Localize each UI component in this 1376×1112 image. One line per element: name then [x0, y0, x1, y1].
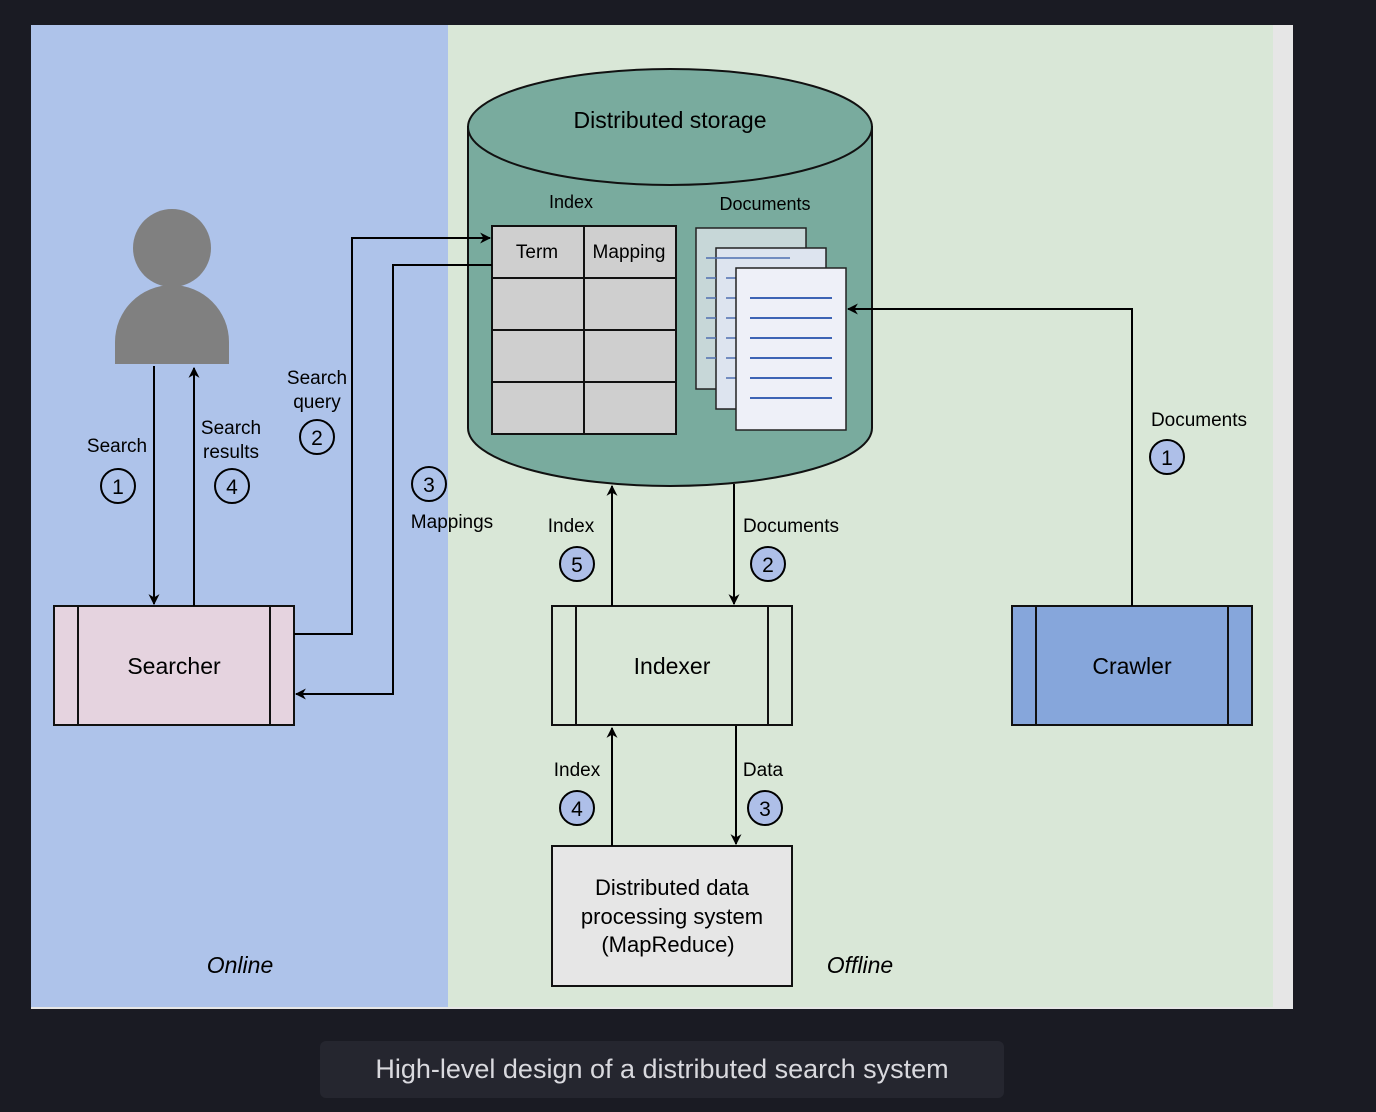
edge-label-storage-documents: Documents [743, 516, 839, 537]
edge-label-mapreduce-index: Index [554, 760, 601, 781]
svg-text:5: 5 [571, 554, 583, 577]
edge-label-search-results-line1: Search [201, 418, 261, 439]
caption-text: High-level design of a distributed searc… [375, 1054, 949, 1084]
mapreduce-system[interactable]: Distributed data processing system (MapR… [551, 845, 793, 987]
connectors [148, 232, 1133, 846]
svg-text:4: 4 [571, 798, 583, 821]
crawler-label: Crawler [1092, 653, 1172, 679]
edge-label-search-results-line2: results [203, 442, 259, 463]
indexer-process[interactable]: Indexer [551, 605, 793, 726]
zone-label-online: Online [207, 952, 273, 978]
edge-label-search-query-line2: query [293, 392, 341, 413]
step-badge-search-results: 4 [214, 468, 250, 504]
edge-label-indexer-index: Index [548, 516, 595, 537]
figure-caption: High-level design of a distributed searc… [320, 1041, 1004, 1098]
edge-label-search: Search [87, 436, 147, 457]
edge-label-search-query-line1: Search [287, 368, 347, 389]
index-table: Term Mapping [491, 225, 677, 435]
table-header-mapping: Mapping [593, 242, 666, 263]
storage-title: Distributed storage [573, 107, 766, 133]
edge-label-mappings: Mappings [411, 512, 493, 533]
step-badge-crawler-documents: 1 [1149, 439, 1185, 475]
zone-label-offline: Offline [827, 952, 893, 978]
step-badge-indexer-index: 5 [559, 546, 595, 582]
svg-text:2: 2 [311, 427, 323, 450]
documents-stack-icon [695, 227, 847, 431]
searcher-process[interactable]: Searcher [53, 605, 295, 726]
arrow-mappings [294, 264, 492, 700]
user-icon [115, 209, 229, 364]
table-header-term: Term [516, 242, 558, 263]
arrow-crawler-documents [846, 303, 1133, 606]
online-zone [31, 25, 448, 1007]
svg-text:2: 2 [762, 554, 774, 577]
storage-documents-label: Documents [719, 194, 810, 214]
architecture-diagram: Distributed storage Index Documents Term… [31, 25, 1293, 1009]
svg-text:3: 3 [423, 474, 435, 497]
mapreduce-label-line1: Distributed data [595, 875, 750, 900]
mapreduce-label-line2: processing system [581, 904, 763, 929]
step-badge-search-query: 2 [299, 419, 335, 455]
indexer-label: Indexer [634, 653, 711, 679]
step-badge-mappings: 3 [411, 466, 447, 502]
step-badge-search: 1 [100, 468, 136, 504]
step-badge-storage-documents: 2 [750, 546, 786, 582]
edge-label-indexer-data: Data [743, 760, 784, 781]
mapreduce-label-line3: (MapReduce) [601, 932, 734, 957]
step-badge-mapreduce-index: 4 [559, 790, 595, 826]
svg-text:1: 1 [112, 476, 124, 499]
searcher-label: Searcher [127, 653, 221, 679]
svg-text:4: 4 [226, 476, 238, 499]
edge-label-crawler-documents: Documents [1151, 410, 1247, 431]
svg-text:1: 1 [1161, 447, 1173, 470]
storage-index-label: Index [549, 192, 593, 212]
arrow-search-query [294, 232, 492, 635]
svg-text:3: 3 [759, 798, 771, 821]
crawler-process[interactable]: Crawler [1011, 605, 1253, 726]
step-badge-indexer-data: 3 [747, 790, 783, 826]
